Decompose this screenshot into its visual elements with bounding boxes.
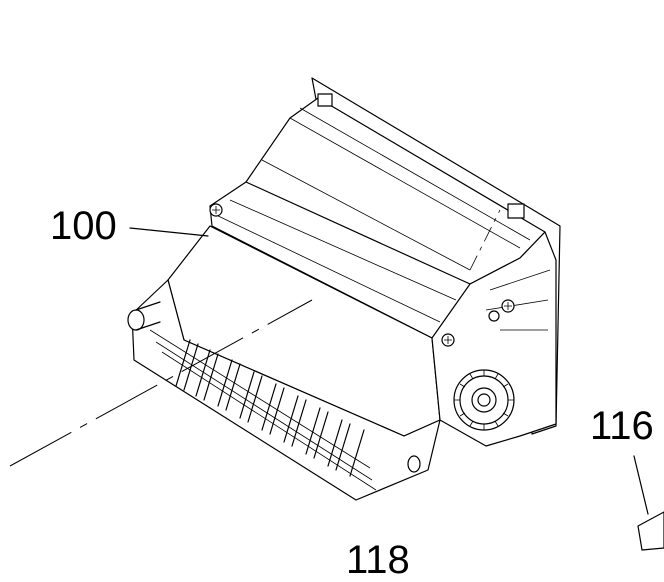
callout-118: 118	[346, 538, 410, 582]
leader-100	[129, 227, 209, 237]
screws	[209, 203, 515, 347]
center-axis	[9, 299, 313, 467]
callout-116: 116	[590, 404, 654, 448]
top-tab-left	[317, 93, 333, 107]
drive-gear	[453, 369, 515, 431]
callout-100: 100	[50, 204, 117, 248]
patent-figure: 100 116 118	[9, 77, 664, 580]
shaft-end	[127, 301, 161, 331]
part-116-shape	[633, 455, 664, 551]
foot-knob	[407, 455, 421, 473]
printer-mechanism-drawing	[9, 77, 664, 551]
top-tab-right	[507, 203, 525, 219]
